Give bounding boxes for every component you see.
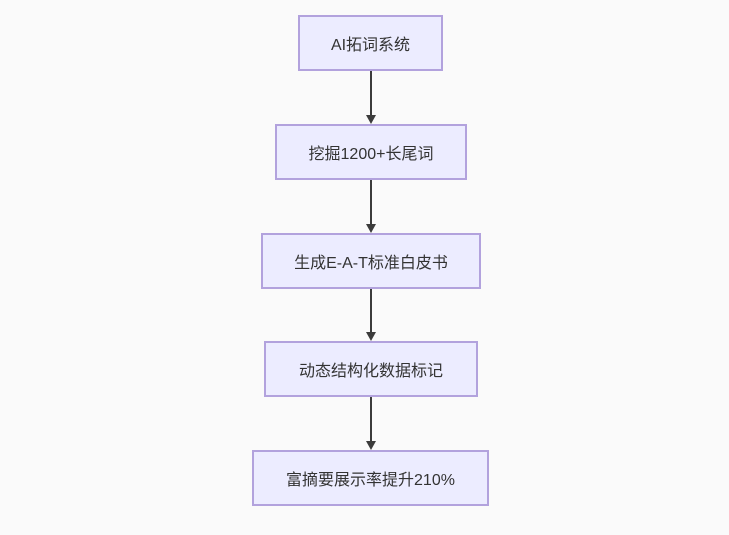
flow-node-label: 生成E-A-T标准白皮书 bbox=[294, 255, 448, 272]
flow-node-label: 挖掘1200+长尾词 bbox=[308, 146, 434, 163]
flow-arrow-2 bbox=[370, 180, 372, 224]
flow-node-ai-keyword-system: AI拓词系统 bbox=[298, 15, 443, 71]
flow-node-rich-snippet-result: 富摘要展示率提升210% bbox=[252, 450, 489, 506]
flow-arrow-1 bbox=[370, 71, 372, 115]
flow-arrow-3 bbox=[370, 289, 372, 332]
flow-node-label: 动态结构化数据标记 bbox=[298, 363, 443, 380]
flow-arrow-4 bbox=[370, 397, 372, 441]
flow-node-structured-data: 动态结构化数据标记 bbox=[264, 341, 478, 397]
flow-node-longtail-mining: 挖掘1200+长尾词 bbox=[275, 124, 467, 180]
flow-node-label: 富摘要展示率提升210% bbox=[286, 472, 455, 489]
flow-node-label: AI拓词系统 bbox=[330, 37, 411, 54]
flow-node-eat-whitepaper: 生成E-A-T标准白皮书 bbox=[261, 233, 481, 289]
